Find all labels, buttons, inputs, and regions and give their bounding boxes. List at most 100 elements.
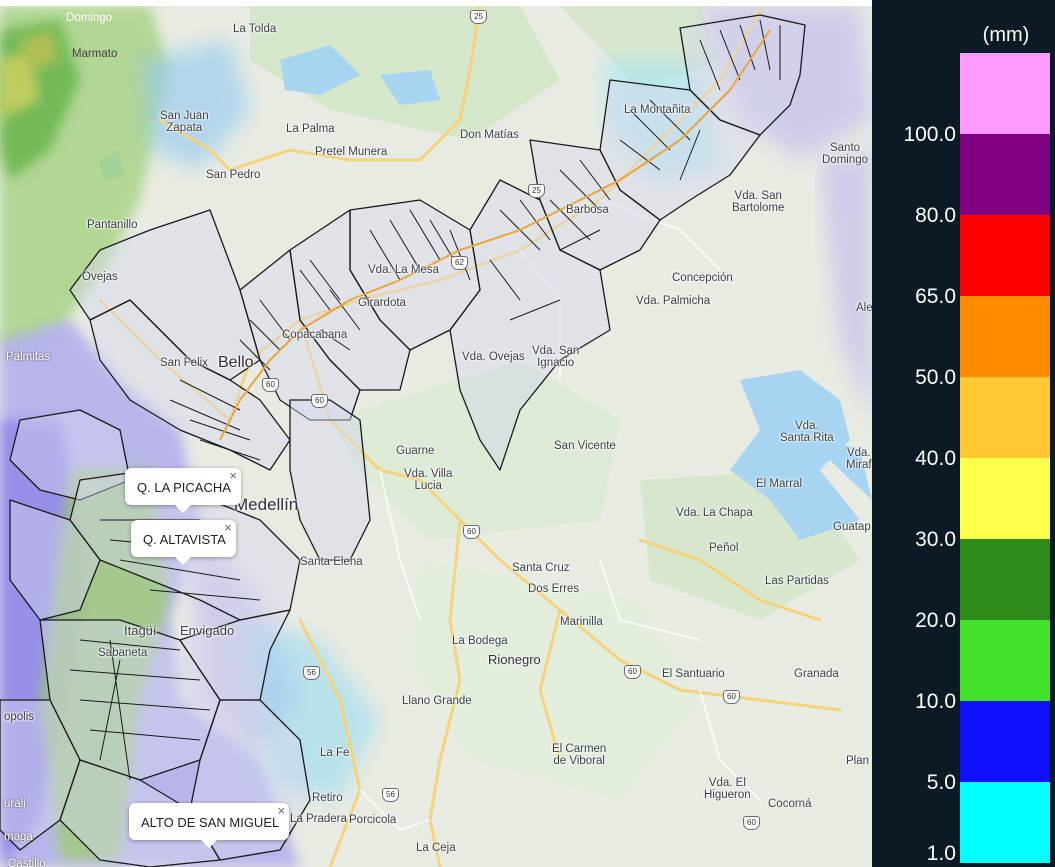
popup-alto-de-san-miguel[interactable]: ALTO DE SAN MIGUEL ×	[129, 803, 290, 848]
place-marmato: Marmato	[72, 48, 118, 60]
legend-label: 100.0	[903, 123, 956, 146]
place-el-santuario: El Santuario	[662, 668, 725, 680]
watershed-basins	[0, 14, 806, 867]
place-copacabana: Copacabana	[282, 329, 348, 341]
place-don-matias: Don Matías	[460, 129, 519, 141]
road-shield-25: 25	[470, 10, 487, 24]
place-girardota: Girardota	[358, 297, 406, 309]
legend-unit: (mm)	[982, 24, 1030, 46]
close-icon[interactable]: ×	[277, 803, 286, 818]
precipitation-overlay	[0, 6, 872, 867]
place-san-vicente: San Vicente	[554, 440, 616, 452]
place-domingo: Domingo	[66, 12, 113, 24]
place-medellin: Medellín	[234, 495, 299, 514]
place-vda-la-chapa: Vda. La Chapa	[676, 507, 753, 519]
legend-swatch	[960, 215, 1050, 296]
place-santo-domingo: Santo Domingo	[822, 142, 869, 166]
place-las-partidas: Las Partidas	[765, 575, 829, 587]
place-vda-villa-lucia: Vda. Villa Lucia	[404, 468, 453, 492]
legend-label: 20.0	[915, 609, 956, 632]
road-shield-60: 60	[463, 525, 480, 539]
close-icon[interactable]: ×	[224, 520, 232, 535]
legend-label: 80.0	[915, 204, 956, 227]
place-vda-santa-rita: Vda. Santa Rita	[780, 420, 834, 444]
legend-label: 40.0	[915, 447, 956, 470]
popup-q-altavista[interactable]: Q. ALTAVISTA ×	[131, 520, 236, 565]
legend-swatch	[960, 539, 1050, 620]
popup-label: ALTO DE SAN MIGUEL	[141, 815, 280, 830]
road-shield-60: 60	[624, 665, 641, 679]
road-shield-60: 60	[723, 690, 740, 704]
popup-label: Q. LA PICACHA	[137, 480, 231, 495]
place-bello: Bello	[218, 354, 254, 371]
place-vda-san-ignacio: Vda. San Ignacio	[532, 345, 580, 369]
road-shield-60: 60	[743, 816, 760, 830]
place-guatape: Guatap	[833, 521, 871, 533]
legend-label: 50.0	[915, 366, 956, 389]
place-la-palma: La Palma	[286, 123, 335, 135]
main-river-line	[219, 29, 771, 441]
place-marinilla: Marinilla	[560, 616, 603, 628]
place-castillo: Castillo	[8, 858, 46, 867]
legend-swatch	[960, 620, 1050, 701]
place-san-felix: San Felix	[160, 357, 208, 369]
legend-label: 5.0	[926, 771, 956, 794]
place-cocorna: Cocorná	[768, 798, 812, 810]
popup-label: Q. ALTAVISTA	[143, 532, 226, 547]
legend-label: 65.0	[915, 285, 956, 308]
place-ovejas: Ovejas	[82, 271, 118, 283]
place-sabaneta: Sabaneta	[98, 647, 148, 659]
place-llano-grande: Llano Grande	[402, 695, 472, 707]
legend-swatch	[960, 53, 1050, 134]
road-shield-56: 56	[382, 788, 399, 802]
place-envigado: Envigado	[180, 623, 235, 638]
place-la-montanita: La Montañita	[624, 104, 691, 116]
place-guarne: Guarne	[396, 445, 435, 457]
place-vda-mira: Vda. Miraf	[846, 447, 872, 471]
place-santa-elena: Santa Elena	[300, 556, 363, 568]
legend-label: 30.0	[915, 528, 956, 551]
place-la-bodega: La Bodega	[452, 635, 508, 647]
place-la-tolda: La Tolda	[233, 23, 277, 35]
place-santa-cruz: Santa Cruz	[512, 562, 570, 574]
place-dos-erres: Dos Erres	[528, 583, 580, 595]
map-view[interactable]: Domingo Marmato La Tolda San Juan Zapata…	[0, 6, 872, 867]
legend-label: 1.0	[926, 842, 956, 865]
place-retiro: Retiro	[312, 792, 343, 804]
place-ale: Ale	[856, 302, 872, 314]
legend-label: 10.0	[915, 690, 956, 713]
place-penol: Peñol	[709, 542, 739, 554]
place-palmitas: Palmitas	[6, 351, 51, 363]
place-la-pradera: La Pradera	[290, 813, 347, 825]
place-plan: Plan	[846, 755, 870, 767]
place-vda-la-mesa: Vda. La Mesa	[368, 264, 439, 276]
place-urali: urali	[4, 798, 26, 810]
road-shield-60: 60	[262, 378, 279, 392]
legend-swatch	[960, 296, 1050, 377]
legend-swatch	[960, 782, 1050, 863]
map-canvas[interactable]	[0, 6, 872, 867]
place-porcicola: Porcicola	[349, 814, 397, 826]
road-shield-25: 25	[528, 184, 545, 198]
close-icon[interactable]: ×	[229, 468, 237, 483]
place-la-ceja: La Ceja	[416, 842, 456, 854]
place-maga: maga	[4, 831, 33, 843]
place-vda-palmicha: Vda. Palmicha	[636, 295, 711, 307]
popup-q-la-picacha[interactable]: Q. LA PICACHA ×	[125, 468, 241, 513]
legend-swatch	[960, 701, 1050, 782]
legend-swatch	[960, 134, 1050, 215]
place-barbosa: Barbosa	[566, 204, 609, 216]
place-pretel-munera: Pretel Munera	[315, 146, 388, 158]
place-pantanillo: Pantanillo	[87, 219, 138, 231]
place-granada: Granada	[794, 668, 839, 680]
legend-swatch	[960, 377, 1050, 458]
place-vda-san-bartolome: Vda. San Bartolome	[732, 190, 785, 214]
place-opolis: opolis	[4, 711, 35, 723]
place-rionegro: Rionegro	[488, 652, 541, 667]
road-shield-62: 62	[451, 256, 468, 270]
road-shield-56: 56	[303, 666, 320, 680]
place-vda-el-higueron: Vda. El Higueron	[704, 777, 751, 801]
place-la-fe: La Fe	[320, 747, 350, 759]
place-el-marral: El Marral	[756, 478, 803, 490]
road-shield-60: 60	[311, 394, 328, 408]
